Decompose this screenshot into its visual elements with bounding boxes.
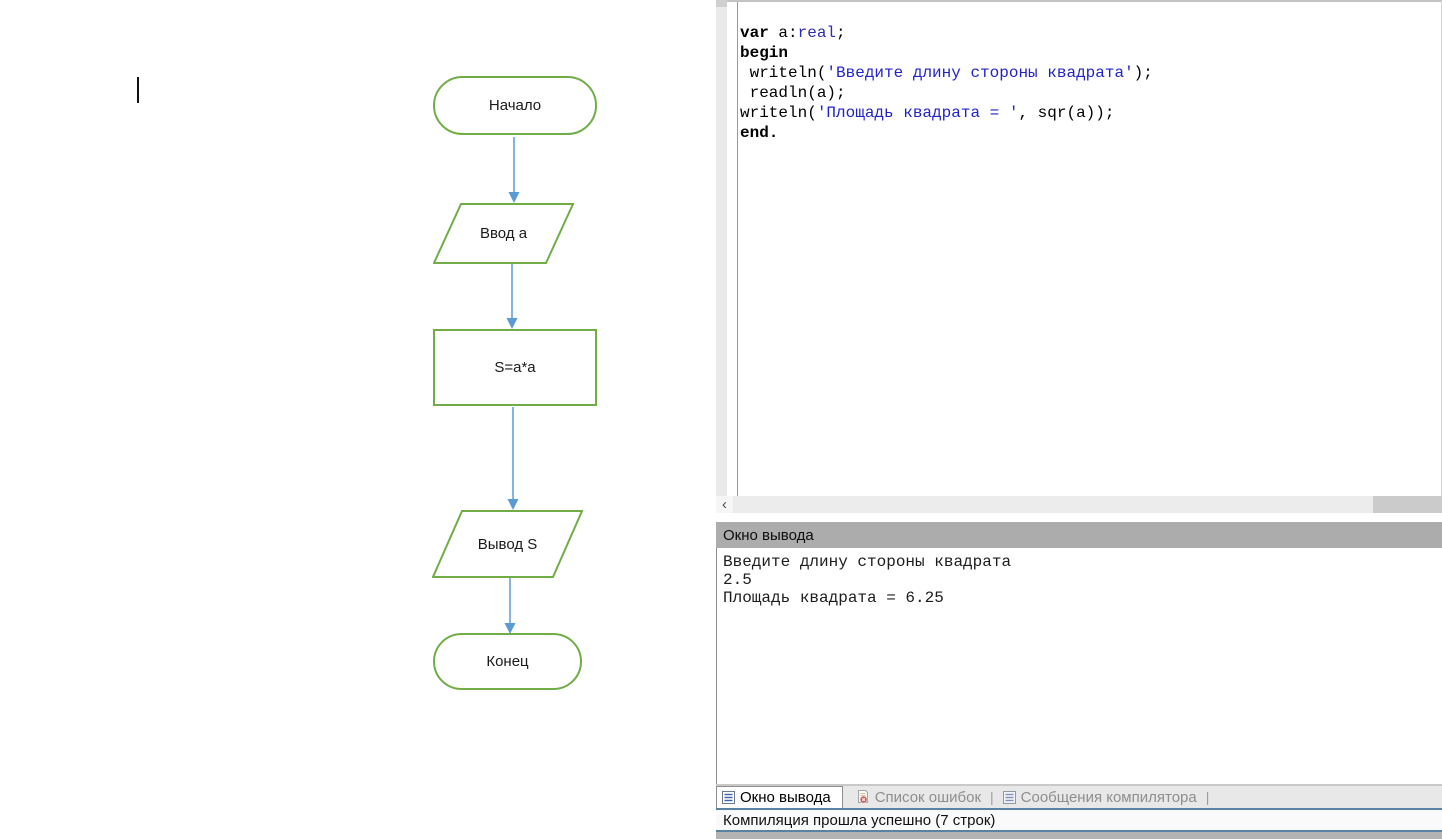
tab-label: Сообщения компилятора bbox=[1020, 788, 1197, 806]
output-window-icon bbox=[722, 791, 735, 804]
flowchart-node-label: Вывод S bbox=[477, 535, 538, 553]
document-vertical-scrollbar[interactable] bbox=[716, 0, 727, 496]
flowchart-node-output[interactable]: Вывод S bbox=[432, 510, 583, 578]
compiler-messages-icon bbox=[1002, 790, 1016, 804]
flow-arrow-down-icon[interactable] bbox=[505, 407, 521, 510]
status-bar: Компиляция прошла успешно (7 строк) bbox=[716, 808, 1442, 832]
parallelogram-shape bbox=[433, 203, 574, 264]
document-pane[interactable]: Начало Ввод a S=a*a bbox=[0, 0, 716, 839]
flow-arrow-down-icon[interactable] bbox=[506, 137, 522, 203]
output-line: 2.5 bbox=[723, 571, 752, 589]
tab-compiler-messages[interactable]: Сообщения компилятора bbox=[996, 786, 1204, 808]
panel-splitter[interactable] bbox=[716, 784, 1442, 786]
output-window-header: Окно вывода bbox=[716, 522, 1442, 548]
code-text[interactable]: var a:real; begin writeln('Введите длину … bbox=[740, 23, 1153, 143]
flowchart-node-process[interactable]: S=a*a bbox=[433, 329, 597, 406]
scrollbar-thumb[interactable] bbox=[716, 0, 727, 7]
tab-separator: | bbox=[1205, 789, 1210, 805]
output-line: Площадь квадрата = 6.25 bbox=[723, 589, 944, 607]
flowchart-node-end[interactable]: Конец bbox=[433, 633, 582, 690]
code-line: readln(a); bbox=[740, 84, 846, 102]
tab-error-list[interactable]: Список ошибок bbox=[849, 786, 988, 808]
chevron-left-icon: ‹ bbox=[722, 496, 727, 513]
tab-output-window[interactable]: Окно вывода bbox=[717, 786, 843, 808]
code-line: writeln('Площадь квадрата = ', sqr(a)); bbox=[740, 104, 1115, 122]
flowchart-node-label: S=a*a bbox=[494, 359, 536, 376]
status-message: Компиляция прошла успешно (7 строк) bbox=[723, 811, 996, 829]
editor-gutter-divider bbox=[737, 2, 738, 496]
flowchart-node-label: Начало bbox=[488, 97, 542, 114]
code-editor[interactable]: var a:real; begin writeln('Введите длину … bbox=[727, 0, 1442, 496]
code-line: end. bbox=[740, 124, 779, 142]
flowchart-node-input[interactable]: Ввод a bbox=[433, 203, 574, 264]
code-line: var a:real; bbox=[740, 24, 846, 42]
code-line: writeln('Введите длину стороны квадрата'… bbox=[740, 64, 1153, 82]
text-caret bbox=[137, 77, 139, 103]
output-window-title: Окно вывода bbox=[723, 526, 814, 544]
pane-gap bbox=[716, 513, 1442, 522]
code-line: begin bbox=[740, 44, 789, 62]
error-list-icon bbox=[856, 790, 870, 804]
output-line: Введите длину стороны квадрата bbox=[723, 553, 1012, 571]
parallelogram-shape bbox=[432, 510, 583, 578]
flow-arrow-down-icon[interactable] bbox=[502, 578, 518, 634]
scroll-left-button[interactable]: ‹ bbox=[716, 496, 733, 513]
tab-label: Список ошибок bbox=[874, 788, 982, 806]
bottom-tab-bar: Окно вывода Список ошибок | bbox=[716, 786, 1442, 808]
scrollbar-thumb[interactable] bbox=[733, 496, 1373, 513]
tab-separator: | bbox=[990, 789, 994, 805]
flow-arrow-down-icon[interactable] bbox=[504, 264, 520, 329]
flowchart-node-start[interactable]: Начало bbox=[433, 76, 597, 135]
flowchart-node-label: Конец bbox=[486, 653, 529, 670]
window-bottom-strip bbox=[716, 832, 1442, 839]
tab-label: Окно вывода bbox=[740, 789, 831, 806]
flowchart-node-label: Ввод a bbox=[479, 225, 528, 242]
editor-horizontal-scrollbar[interactable]: ‹ bbox=[716, 496, 1442, 513]
